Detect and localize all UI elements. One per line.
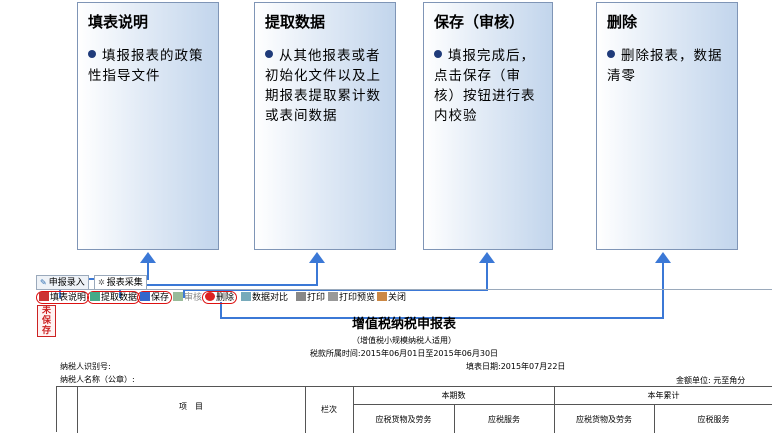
tab-report-collection[interactable]: ✲报表采集 xyxy=(94,275,147,289)
form-subtitle: （增值税小规模纳税人适用） xyxy=(352,336,456,345)
tax-period: 税款所属时间:2015年06月01日至2015年06月30日 xyxy=(309,349,499,358)
callout-delete: 删除 删除报表，数据清零 xyxy=(596,2,738,250)
callout-save-review: 保存（审核） 填报完成后，点击保存（审核）按钮进行表内校验 xyxy=(423,2,553,250)
tab-label: 申报录入 xyxy=(48,278,85,288)
preview-icon xyxy=(328,292,338,301)
delete-button[interactable]: 删除 xyxy=(202,291,238,304)
bullet-icon xyxy=(607,50,615,58)
tab-label: 报表采集 xyxy=(106,278,143,288)
compare-button[interactable]: 数据对比 xyxy=(241,291,288,305)
printer-icon xyxy=(296,292,306,301)
taxpayer-id-label: 纳税人识别号: xyxy=(60,362,111,371)
gear-icon: ✲ xyxy=(98,278,105,287)
pencil-icon: ✎ xyxy=(40,278,47,287)
toolbar: 填表说明 提取数据 保存 审核 删除 数据对比 打印 打印预览 关闭 xyxy=(36,291,772,305)
bullet-icon xyxy=(434,50,442,58)
print-preview-button[interactable]: 打印预览 xyxy=(328,291,375,305)
save-icon xyxy=(140,292,150,301)
callout-text: 从其他报表或者初始化文件以及上期报表提取累计数或表间数据 xyxy=(265,48,381,124)
col-current-goods: 应税货物及劳务 xyxy=(375,415,432,424)
col-ytd-service: 应税服务 xyxy=(697,415,730,424)
unsaved-stamp: 未保存 xyxy=(37,305,56,337)
print-button[interactable]: 打印 xyxy=(296,291,325,305)
callout-title: 保存（审核） xyxy=(434,13,525,31)
bullet-icon xyxy=(88,50,96,58)
fill-date: 填表日期:2015年07月22日 xyxy=(466,362,566,371)
close-button[interactable]: 关闭 xyxy=(377,291,406,305)
document-icon xyxy=(39,292,49,301)
tab-declaration-entry[interactable]: ✎申报录入 xyxy=(36,275,89,289)
group-current-header: 本期数 xyxy=(441,391,466,400)
callout-title: 删除 xyxy=(607,13,638,31)
delete-icon xyxy=(205,292,215,301)
review-button[interactable]: 审核 xyxy=(173,291,202,305)
callout-text: 填报报表的政策性指导文件 xyxy=(88,48,204,84)
col-item-header: 项 目 xyxy=(179,402,203,411)
col-current-service: 应税服务 xyxy=(488,415,520,424)
form-title: 增值税纳税申报表 xyxy=(351,317,456,332)
callout-title: 填表说明 xyxy=(88,13,149,31)
callout-extract-data: 提取数据 从其他报表或者初始化文件以及上期报表提取累计数或表间数据 xyxy=(254,2,396,250)
amount-unit: 金额单位: 元至角分 xyxy=(676,376,746,385)
callout-title: 提取数据 xyxy=(265,13,326,31)
col-ytd-goods: 应税货物及劳务 xyxy=(576,415,632,424)
group-ytd-header: 本年累计 xyxy=(647,391,680,400)
extract-icon xyxy=(90,292,100,301)
compare-icon xyxy=(241,292,251,301)
bullet-icon xyxy=(265,50,273,58)
fill-help-button[interactable]: 填表说明 xyxy=(36,291,90,304)
tax-form: 增值税纳税申报表 （增值税小规模纳税人适用） 税款所属时间:2015年06月01… xyxy=(36,305,772,433)
callout-fill-help: 填表说明 填报报表的政策性指导文件 xyxy=(77,2,219,250)
close-icon xyxy=(377,292,387,301)
tab-bar: ✎申报录入 ✲报表采集 xyxy=(36,275,772,290)
review-icon xyxy=(173,292,183,301)
taxpayer-name-label: 纳税人名称（公章）: xyxy=(60,375,135,384)
save-button[interactable]: 保存 xyxy=(137,291,173,304)
callout-text: 填报完成后，点击保存（审核）按钮进行表内校验 xyxy=(434,48,536,124)
form-table: 项 目 栏次 本期数 本年累计 应税货物及劳务 应税服务 应税货物及劳务 应税服… xyxy=(56,386,772,433)
extract-data-button[interactable]: 提取数据 xyxy=(87,291,141,304)
col-line-header: 栏次 xyxy=(321,405,337,414)
callout-text: 删除报表，数据清零 xyxy=(607,48,723,84)
